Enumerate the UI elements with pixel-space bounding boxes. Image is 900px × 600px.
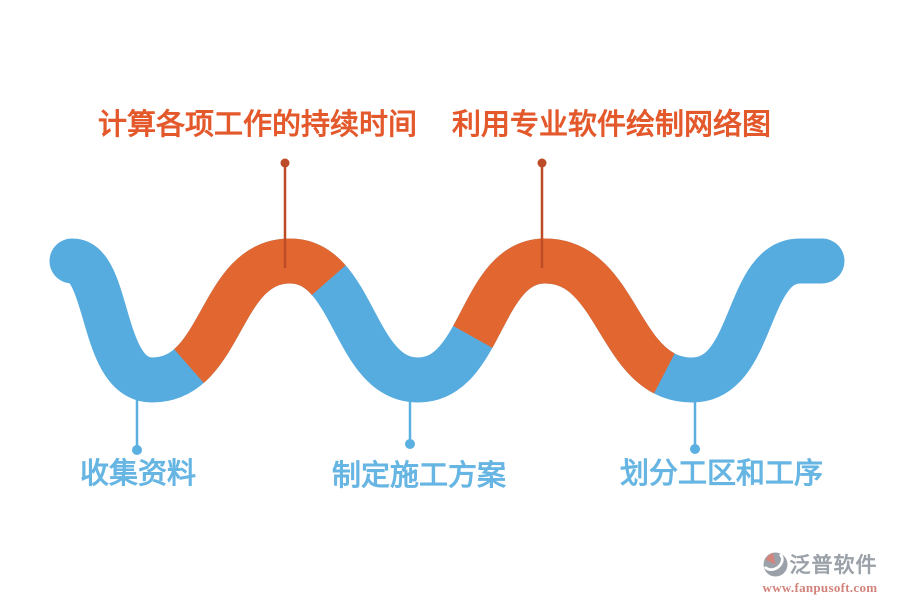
step-label-construction-plan: 制定施工方案 [332, 460, 507, 492]
watermark: 泛普软件 www.fanpusoft.com [750, 549, 890, 596]
process-wave-path [49, 238, 845, 403]
brand-url: www.fanpusoft.com [762, 580, 878, 595]
fanpu-logo-icon [763, 552, 787, 576]
top-connectors [280, 158, 547, 268]
step-label-collect-data: 收集资料 [80, 458, 197, 490]
brand-name: 泛普软件 [789, 554, 878, 577]
connector-dot [405, 439, 415, 449]
step-label-network-diagram: 利用专业软件绘制网络图 [452, 109, 772, 141]
connector-dot [537, 158, 547, 168]
connector-dot [132, 445, 142, 455]
step-label-divide-zones: 划分工区和工序 [620, 458, 824, 490]
connector-dot [690, 444, 700, 454]
step-label-durations: 计算各项工作的持续时间 [98, 109, 418, 141]
connector-dot [280, 158, 290, 168]
